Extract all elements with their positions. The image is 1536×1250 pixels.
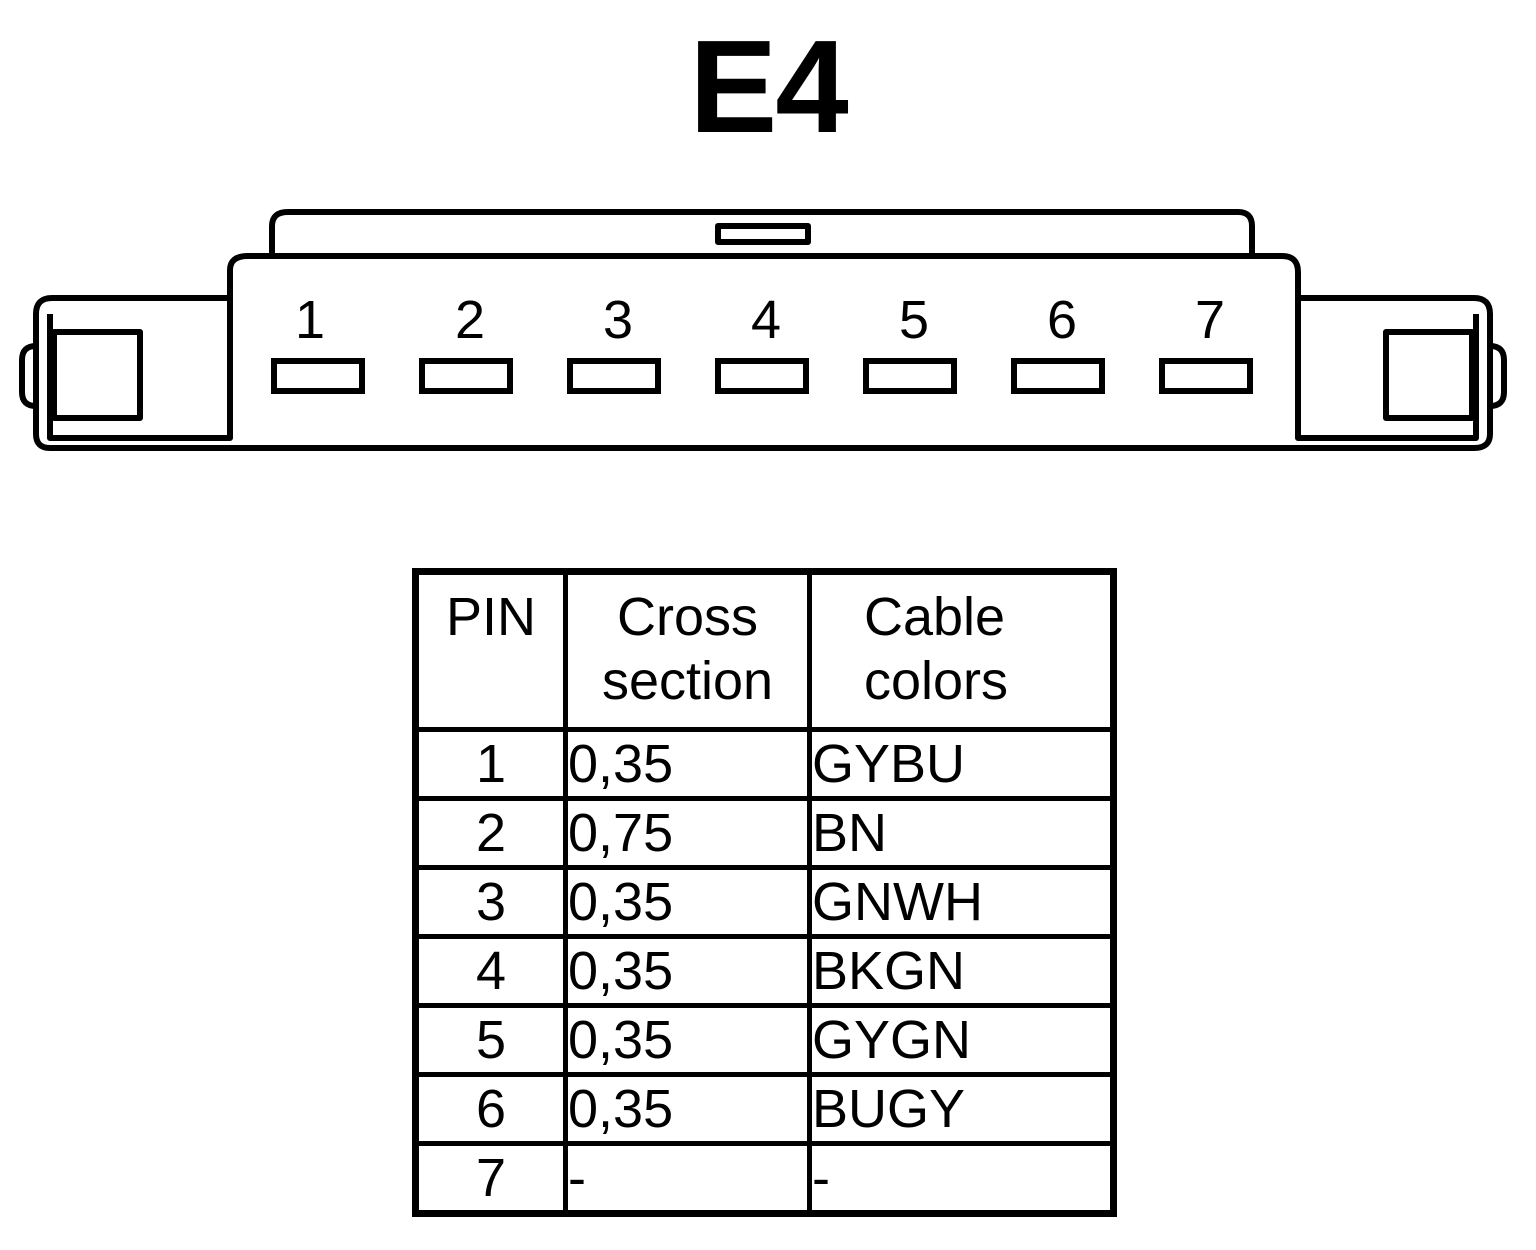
left-latch-housing <box>47 298 233 441</box>
pin-slot-4 <box>715 358 809 394</box>
table-row: 4 0,35 BKGN <box>413 934 1116 1008</box>
cable-color-cell: - <box>807 1141 1116 1216</box>
table-row: 2 0,75 BN <box>413 796 1116 870</box>
cross-section-cell: 0,75 <box>563 796 812 870</box>
pin-number-cell: 4 <box>413 934 568 1008</box>
cable-color-cell: GNWH <box>807 865 1116 939</box>
header-cross-section: Cross section <box>563 569 812 732</box>
pin-label-1: 1 <box>295 290 325 350</box>
cross-section-cell: 0,35 <box>563 1003 812 1077</box>
pin-label-5: 5 <box>899 290 929 350</box>
table-row: 5 0,35 GYGN <box>413 1003 1116 1077</box>
cross-section-cell: 0,35 <box>563 1072 812 1146</box>
left-latch-tab <box>19 343 37 409</box>
header-cable-colors: Cable colors <box>807 569 1116 732</box>
pin-number-cell: 5 <box>413 1003 568 1077</box>
table-row: 7 - - <box>413 1141 1116 1216</box>
cable-color-cell: GYGN <box>807 1003 1116 1077</box>
pin-slot-1 <box>271 358 365 394</box>
table-row: 3 0,35 GNWH <box>413 865 1116 939</box>
pin-label-2: 2 <box>455 290 485 350</box>
cable-color-cell: BN <box>807 796 1116 870</box>
cross-section-cell: 0,35 <box>563 865 812 939</box>
connector-body <box>33 253 1493 451</box>
right-latch-housing <box>1295 298 1479 441</box>
pin-labels: 1 2 3 4 5 6 7 <box>295 290 1225 350</box>
pin-number-cell: 3 <box>413 865 568 939</box>
left-latch-window <box>51 329 143 421</box>
pin-table: PIN Cross section Cable colors 1 0,35 GY… <box>412 568 1117 1217</box>
connector-drawing: 1 2 3 4 5 6 7 <box>19 209 1507 451</box>
pin-label-6: 6 <box>1047 290 1077 350</box>
cable-color-cell: GYBU <box>807 727 1116 801</box>
table-row: 6 0,35 BUGY <box>413 1072 1116 1146</box>
table-header-row: PIN Cross section Cable colors <box>413 569 1116 732</box>
header-pin: PIN <box>413 569 568 732</box>
pin-number-cell: 1 <box>413 727 568 801</box>
pin-slot-5 <box>863 358 957 394</box>
pin-slots <box>271 358 1253 394</box>
cross-section-cell: 0,35 <box>563 934 812 1008</box>
connector-key-slot <box>715 223 811 245</box>
cross-section-cell: - <box>563 1141 812 1216</box>
pin-slot-7 <box>1159 358 1253 394</box>
cable-color-cell: BKGN <box>807 934 1116 1008</box>
right-latch-tab <box>1489 343 1507 409</box>
pin-label-4: 4 <box>751 290 781 350</box>
connector-title: E4 <box>689 13 848 160</box>
pin-number-cell: 6 <box>413 1072 568 1146</box>
pin-number-cell: 7 <box>413 1141 568 1216</box>
cable-color-cell: BUGY <box>807 1072 1116 1146</box>
right-latch-window <box>1383 329 1475 421</box>
pin-slot-3 <box>567 358 661 394</box>
pin-slot-6 <box>1011 358 1105 394</box>
pin-slot-2 <box>419 358 513 394</box>
pin-label-7: 7 <box>1195 290 1225 350</box>
cross-section-cell: 0,35 <box>563 727 812 801</box>
table-row: 1 0,35 GYBU <box>413 727 1116 801</box>
pin-label-3: 3 <box>603 290 633 350</box>
connector-top-ridge <box>269 209 1255 255</box>
pin-number-cell: 2 <box>413 796 568 870</box>
